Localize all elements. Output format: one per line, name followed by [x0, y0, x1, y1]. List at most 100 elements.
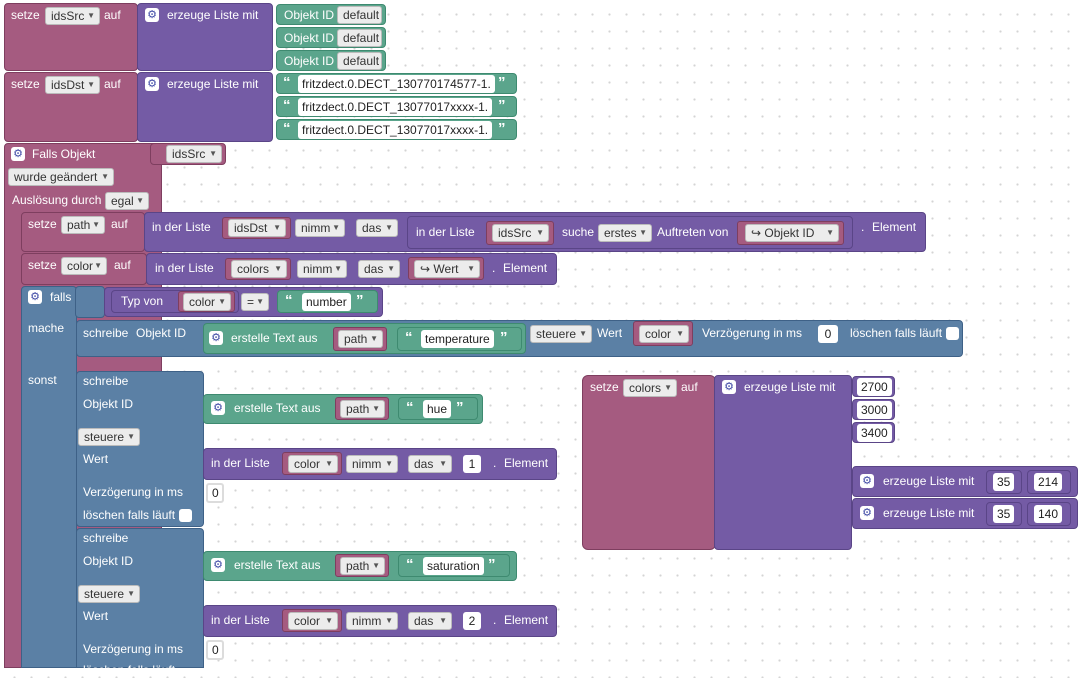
where-dropdown[interactable]: das▼ — [356, 219, 398, 237]
var-dropdown-path[interactable]: path▼ — [340, 557, 385, 575]
write-label: schreibe — [83, 374, 129, 388]
clear-running-checkbox[interactable] — [179, 509, 192, 522]
var-dropdown-color[interactable]: color▼ — [183, 293, 231, 311]
dst-id-field-3[interactable]: fritzdect.0.DECT_13077017xxxx-1. — [298, 121, 493, 139]
delay-field[interactable]: 0 — [206, 483, 224, 503]
quote-open-icon: “ — [283, 74, 291, 91]
pair-value-field[interactable]: 35 — [993, 505, 1015, 523]
create-list-block-src[interactable] — [137, 3, 273, 71]
chevron-down-icon: ▼ — [274, 264, 282, 273]
object-id-field[interactable]: default — [337, 6, 382, 24]
object-id-field[interactable]: default — [337, 29, 382, 47]
colors-value-field-1[interactable]: 2700 — [857, 378, 892, 396]
var-dropdown-idsDst[interactable]: idsDst▼ — [228, 219, 286, 237]
index-field-saturation[interactable]: 2 — [463, 612, 481, 630]
pair-value-field[interactable]: 140 — [1034, 505, 1063, 523]
create-list-block-colors[interactable] — [714, 375, 852, 550]
var-dropdown-color[interactable]: color▼ — [639, 325, 689, 343]
delay-field[interactable]: 0 — [206, 640, 224, 660]
gear-icon[interactable]: ⚙ — [860, 506, 874, 520]
where-dropdown[interactable]: das▼ — [408, 455, 452, 473]
gear-icon[interactable]: ⚙ — [145, 8, 159, 22]
gear-icon[interactable]: ⚙ — [211, 558, 225, 572]
var-dropdown-idsSrc[interactable]: idsSrc▼ — [492, 224, 549, 242]
dot-label: . — [493, 456, 497, 470]
var-dropdown-idsDst[interactable]: idsDst▼ — [45, 76, 100, 94]
colors-value-field-3[interactable]: 3400 — [857, 424, 892, 442]
get-mode-dropdown[interactable]: nimm▼ — [295, 219, 345, 237]
event-value-dropdown[interactable]: ↪ Objekt ID▼ — [745, 224, 839, 242]
set-label: setze — [11, 8, 40, 22]
gear-icon[interactable]: ⚙ — [722, 380, 736, 394]
compare-operator-dropdown[interactable]: =▼ — [241, 293, 269, 311]
chevron-down-icon: ▼ — [579, 329, 587, 338]
to-label: auf — [104, 77, 121, 91]
write-block-hue[interactable] — [76, 371, 204, 527]
delay-label: Verzögerung in ms — [83, 485, 184, 499]
var-dropdown-color[interactable]: color▼ — [288, 455, 338, 473]
text-field-hue[interactable]: hue — [423, 400, 452, 418]
chevron-down-icon: ▼ — [87, 11, 95, 20]
chevron-down-icon: ▼ — [370, 334, 378, 343]
to-label: auf — [111, 217, 128, 231]
control-mode-dropdown[interactable]: steuere▼ — [530, 325, 592, 343]
return-arrow-icon: ↪ — [751, 226, 762, 240]
get-mode-dropdown[interactable]: nimm▼ — [346, 612, 398, 630]
else-label: sonst — [28, 373, 57, 387]
if-header-ext — [75, 286, 105, 318]
dst-id-field-1[interactable]: fritzdect.0.DECT_130770174577-1. — [298, 75, 495, 93]
where-dropdown[interactable]: das▼ — [408, 612, 452, 630]
changed-dropdown[interactable]: wurde geändert▼ — [8, 168, 114, 186]
delay-field[interactable]: 0 — [818, 325, 838, 343]
object-id-field[interactable]: default — [337, 52, 382, 70]
first-last-dropdown[interactable]: erstes▼ — [598, 224, 652, 242]
dst-id-field-2[interactable]: fritzdect.0.DECT_13077017xxxx-1. — [298, 98, 493, 116]
var-dropdown-color[interactable]: color▼ — [61, 257, 107, 275]
pair-value-field[interactable]: 35 — [993, 473, 1015, 491]
element-label: Element — [504, 456, 549, 470]
gear-icon[interactable]: ⚙ — [11, 147, 25, 161]
if-else-block[interactable] — [21, 286, 77, 668]
clear-running-checkbox[interactable] — [946, 327, 959, 340]
list-get-block-color[interactable] — [146, 253, 557, 285]
gear-icon[interactable]: ⚙ — [209, 331, 223, 345]
chevron-down-icon: ▼ — [439, 459, 447, 468]
create-list-block-dst[interactable] — [137, 72, 273, 142]
colors-value-field-2[interactable]: 3000 — [857, 401, 892, 419]
text-field-temperature[interactable]: temperature — [421, 330, 494, 348]
quote-open-icon: “ — [405, 329, 413, 346]
delay-label: Verzögerung in ms — [702, 326, 803, 340]
gear-icon[interactable]: ⚙ — [211, 401, 225, 415]
chevron-down-icon: ▼ — [826, 228, 834, 237]
chevron-down-icon: ▼ — [334, 264, 342, 273]
quote-open-icon: “ — [283, 97, 291, 114]
var-dropdown-path[interactable]: path▼ — [61, 216, 105, 234]
index-field-hue[interactable]: 1 — [463, 455, 481, 473]
event-value-dropdown[interactable]: ↪ Wert▼ — [414, 260, 480, 278]
trigger-dropdown[interactable]: egal▼ — [105, 192, 149, 210]
gear-icon[interactable]: ⚙ — [28, 290, 42, 304]
control-mode-dropdown[interactable]: steuere▼ — [78, 428, 140, 446]
create-list-label: erzeuge Liste mit — [744, 380, 836, 394]
chevron-down-icon: ▼ — [325, 616, 333, 625]
gear-icon[interactable]: ⚙ — [860, 474, 874, 488]
control-mode-dropdown[interactable]: steuere▼ — [78, 585, 140, 603]
var-dropdown-idsSrc[interactable]: idsSrc▼ — [166, 145, 222, 163]
var-dropdown-colors[interactable]: colors▼ — [623, 379, 677, 397]
chevron-down-icon: ▼ — [87, 80, 95, 89]
where-dropdown[interactable]: das▼ — [358, 260, 400, 278]
quote-open-icon: “ — [406, 556, 414, 573]
var-dropdown-path[interactable]: path▼ — [340, 400, 385, 418]
var-dropdown-colors[interactable]: colors▼ — [231, 260, 287, 278]
var-dropdown-idsSrc[interactable]: idsSrc▼ — [45, 7, 100, 25]
pair-value-field[interactable]: 214 — [1034, 473, 1063, 491]
text-field-saturation[interactable]: saturation — [423, 557, 484, 575]
gear-icon[interactable]: ⚙ — [145, 77, 159, 91]
set-colors-block[interactable] — [582, 375, 716, 550]
typeof-label: Typ von — [121, 294, 164, 308]
text-field-number[interactable]: number — [302, 293, 351, 311]
var-dropdown-color[interactable]: color▼ — [288, 612, 338, 630]
get-mode-dropdown[interactable]: nimm▼ — [346, 455, 398, 473]
get-mode-dropdown[interactable]: nimm▼ — [297, 260, 347, 278]
var-dropdown-path[interactable]: path▼ — [338, 330, 383, 348]
